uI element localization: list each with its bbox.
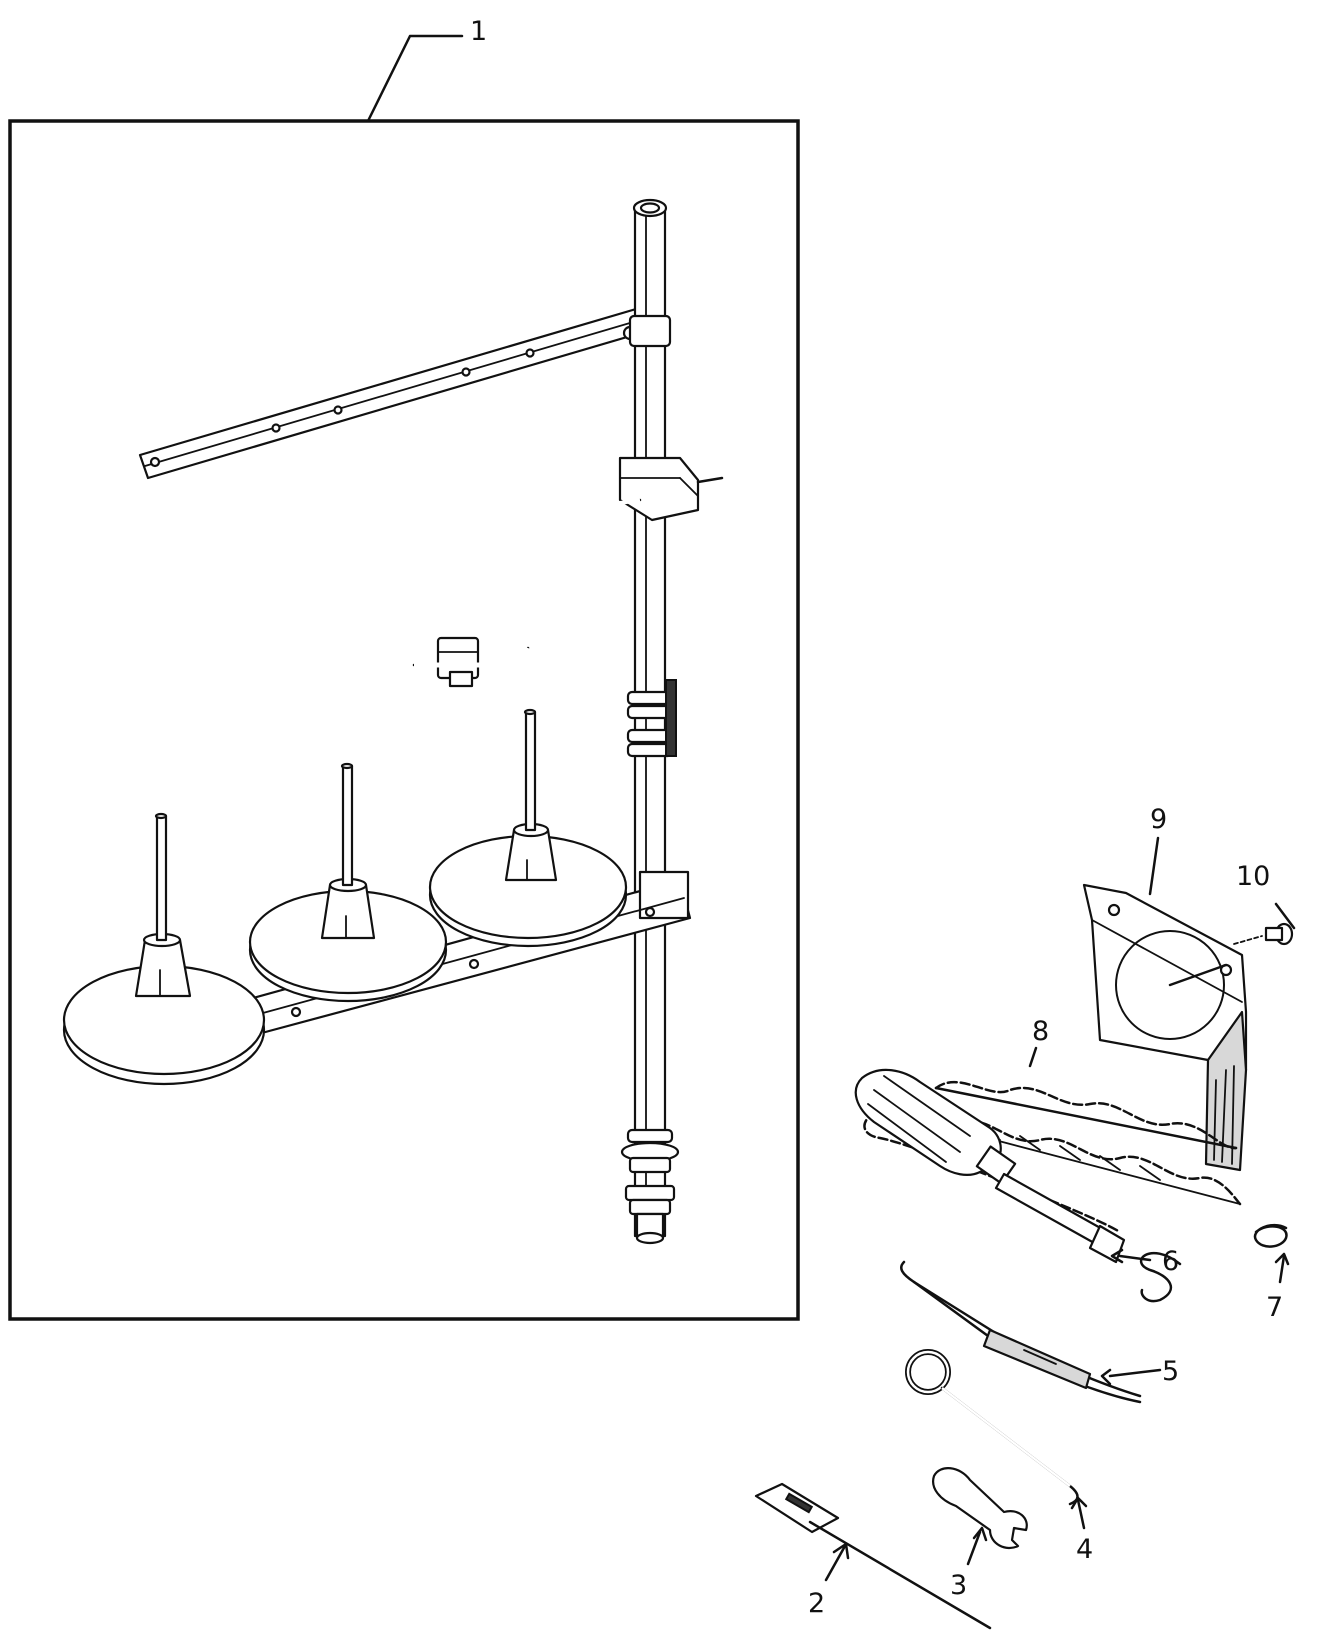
stand-pole: [620, 198, 680, 1245]
callout-1-label: 1: [470, 16, 487, 47]
lower-guide-rod: [412, 498, 642, 688]
part-4-ring-hook: 4: [905, 1349, 1093, 1565]
spool-pin-left: [62, 812, 266, 1086]
callout-10-label: 10: [1236, 861, 1270, 892]
upper-guide-arm: [138, 307, 646, 480]
callout-6-label: 6: [1162, 1246, 1179, 1277]
callout-3-label: 3: [950, 1570, 967, 1601]
part-5-tweezers: 5: [900, 1260, 1179, 1404]
assembly-frame: [8, 119, 800, 1321]
callout-2-label: 2: [808, 1588, 825, 1619]
callout-8-label: 8: [1032, 1016, 1049, 1047]
callout-1-leader: [366, 34, 464, 123]
callout-4-label: 4: [1076, 1534, 1093, 1565]
part-7-s-ring: 7: [1253, 1223, 1290, 1323]
thread-stand-assembly: 1: [8, 16, 800, 1321]
part-2-needles: 2: [754, 1482, 992, 1630]
part-3-wrench: 3: [932, 1467, 1028, 1601]
part-10-screw: 10: [1233, 861, 1296, 946]
callout-9-label: 9: [1150, 804, 1167, 835]
spool-pin-right: [428, 708, 628, 948]
guide-rod-clamp: [618, 456, 724, 522]
callout-7-label: 7: [1266, 1292, 1283, 1323]
s-hooks: [1139, 1251, 1182, 1303]
part-9-guard-plate: 9: [1082, 804, 1248, 1172]
part-6-screwdriver: 6: [854, 1068, 1179, 1277]
callout-5-label: 5: [1162, 1356, 1179, 1387]
spool-pin-middle: [248, 762, 448, 1003]
